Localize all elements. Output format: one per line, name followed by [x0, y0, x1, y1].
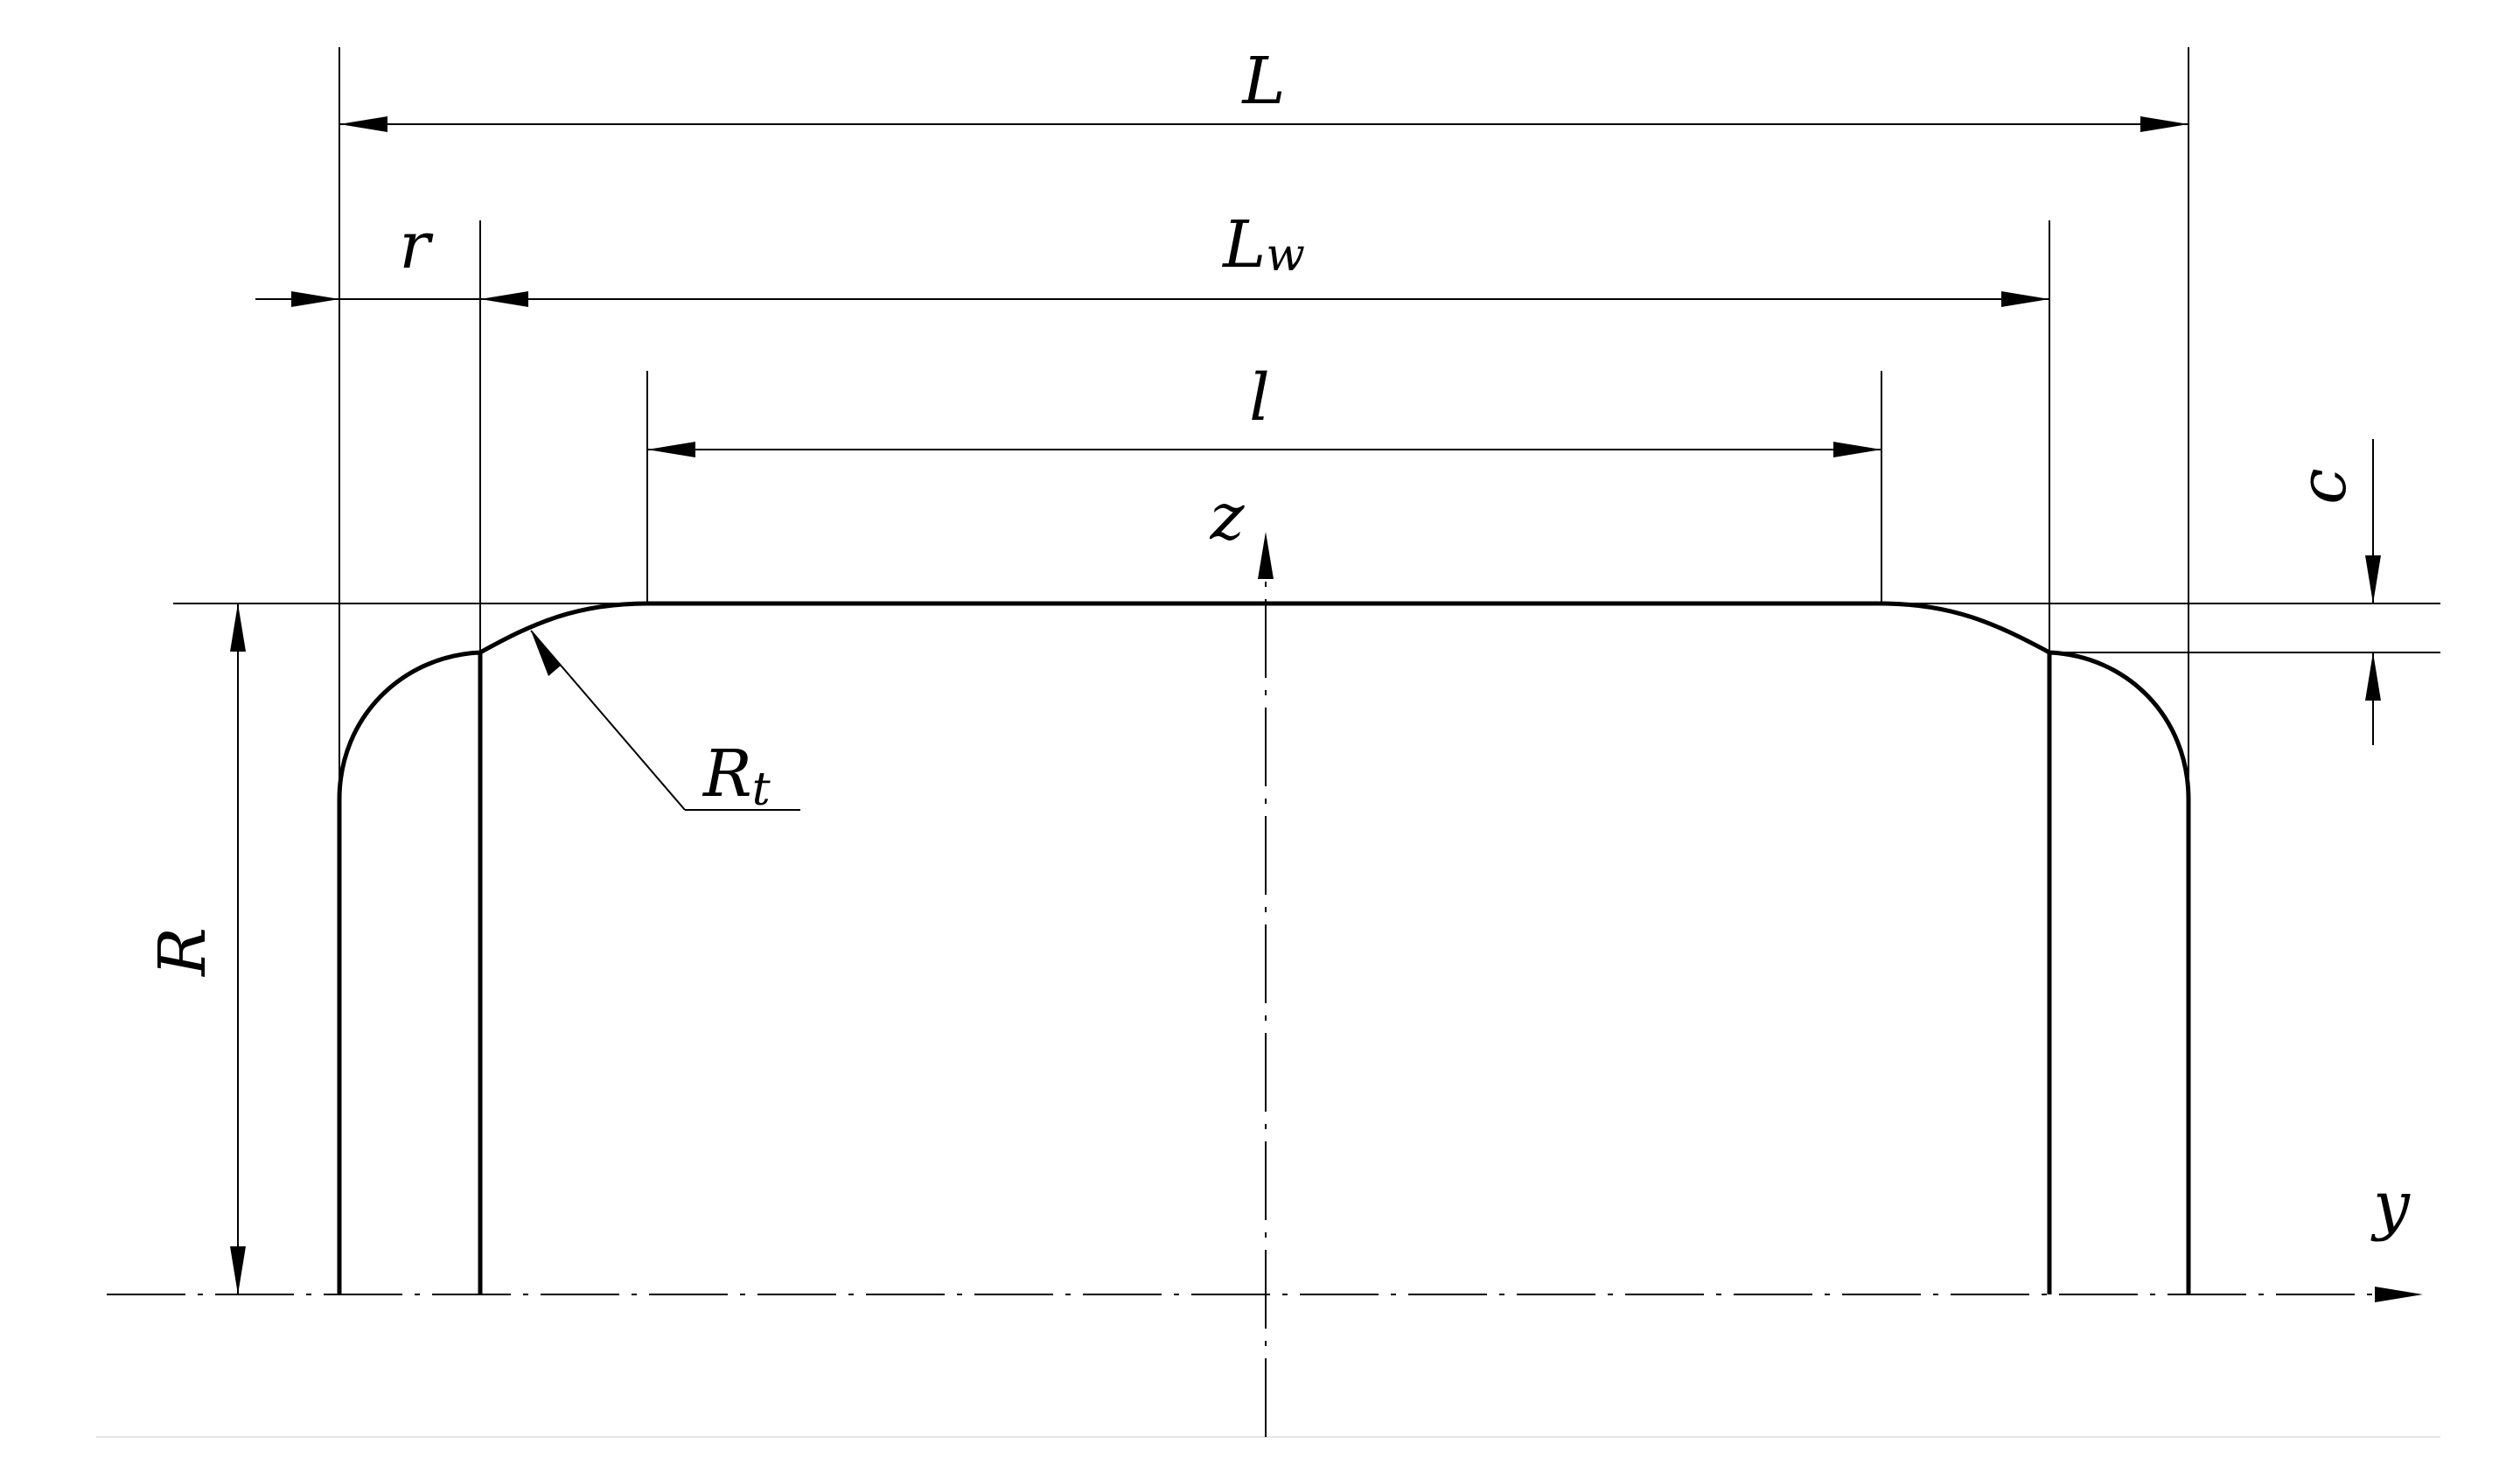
arrowhead-l-right — [1833, 442, 1881, 457]
label-roller-radius: R — [145, 927, 220, 978]
label-crown-drop: c — [2286, 468, 2361, 504]
label-horizontal-axis: y — [2370, 1168, 2411, 1243]
leader-line-Rt — [530, 630, 686, 811]
arrowhead-Rt — [531, 631, 561, 676]
arrowhead-l-left — [647, 442, 695, 457]
label-flat-length: l — [1249, 360, 1270, 436]
label-transition-radius: Rt — [702, 736, 771, 816]
arrowhead-L-left — [339, 116, 387, 132]
label-effective-length-main: L — [1221, 207, 1266, 283]
arrowhead-c-upper — [2365, 555, 2381, 603]
label-vertical-axis: z — [1210, 479, 1246, 555]
arrowhead-r-left — [291, 291, 339, 307]
label-overall-length: L — [1240, 44, 1285, 119]
horizontal-axis-arrowhead — [2375, 1287, 2423, 1302]
label-effective-length: Lw — [1221, 207, 1305, 283]
label-transition-radius-main: R — [702, 736, 752, 812]
roller-outer-profile — [337, 601, 2191, 1294]
arrowhead-R-bottom — [230, 1246, 246, 1294]
vertical-axis-arrowhead — [1258, 532, 1274, 579]
arrowhead-c-lower — [2365, 652, 2381, 701]
label-transition-radius-sub: t — [752, 764, 771, 816]
label-effective-length-sub: w — [1266, 229, 1305, 282]
label-crown-radius: r — [399, 208, 434, 283]
arrowhead-R-top — [230, 603, 246, 652]
arrowhead-L-right — [2140, 116, 2188, 132]
arrowhead-Lw-right — [2001, 291, 2049, 307]
